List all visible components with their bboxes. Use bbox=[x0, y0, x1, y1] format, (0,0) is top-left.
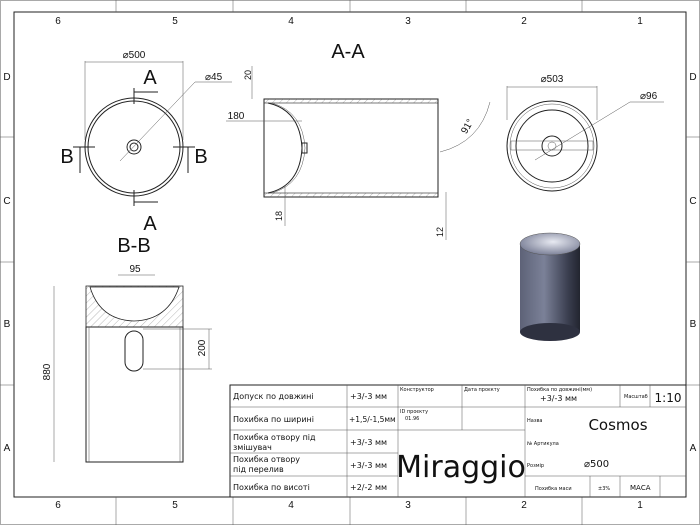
tolerance-label: Допуск по довжині bbox=[233, 392, 314, 401]
tolerance-label: Похибка по ширині bbox=[233, 415, 314, 424]
dimension-opening: 200 bbox=[197, 339, 208, 356]
section-a-a: A-A 20 180 18 12 91° bbox=[226, 41, 491, 240]
row-label: A bbox=[690, 443, 697, 454]
title-block: Допуск по довжині Похибка по ширині Похи… bbox=[229, 384, 687, 498]
length-tolerance-label: Похибка по довжині(мм) bbox=[527, 387, 592, 393]
drain-diameter-dimension: ⌀45 bbox=[205, 72, 223, 83]
top-view: ⌀500 ⌀45 A A B B bbox=[60, 50, 232, 235]
scale-value: 1:10 bbox=[655, 391, 682, 405]
product-name: Cosmos bbox=[588, 416, 647, 434]
sink-3d-render bbox=[519, 232, 581, 341]
project-id: 01.96 bbox=[405, 416, 419, 422]
column-label: 4 bbox=[288, 16, 294, 27]
article-label: № Артикула bbox=[527, 441, 559, 447]
column-label: 2 bbox=[521, 16, 527, 27]
mass-tolerance-label: Похибка маси bbox=[535, 486, 572, 492]
dimension-base: 12 bbox=[435, 227, 445, 237]
dimension-top: 20 bbox=[243, 70, 253, 80]
section-title: A-A bbox=[331, 41, 365, 63]
diameter-dimension: ⌀503 bbox=[541, 74, 564, 85]
size-value: ⌀500 bbox=[584, 459, 609, 470]
length-tolerance-value: +3/-3 мм bbox=[540, 394, 577, 403]
project-id-label: ID проєкту bbox=[400, 409, 428, 415]
tolerance-value: +2/-2 мм bbox=[350, 483, 387, 492]
tolerance-value: +1,5/-1,5мм bbox=[349, 415, 396, 424]
hole-diameter-dimension: ⌀96 bbox=[640, 91, 658, 102]
column-label: 3 bbox=[405, 16, 411, 27]
row-label: D bbox=[3, 72, 10, 83]
dimension-width: 95 bbox=[129, 264, 141, 275]
section-a-mark: A bbox=[143, 213, 157, 235]
column-label: 6 bbox=[55, 500, 61, 511]
section-b-mark: B bbox=[60, 146, 73, 168]
row-label: C bbox=[3, 196, 10, 207]
dimension-depth: 180 bbox=[228, 111, 245, 122]
tolerance-label: під перелив bbox=[233, 465, 284, 474]
designer-label: Конструктор bbox=[400, 387, 434, 393]
column-label: 6 bbox=[55, 16, 61, 27]
brand-logo: Miraggio bbox=[396, 450, 526, 485]
mass-tolerance-value: ±3% bbox=[598, 486, 610, 492]
section-b-b: B-B 880 95 200 bbox=[42, 235, 212, 463]
bottom-view: ⌀503 ⌀96 bbox=[506, 74, 664, 192]
tolerance-label: змішувач bbox=[233, 443, 272, 452]
row-label: B bbox=[690, 319, 697, 330]
column-label: 4 bbox=[288, 500, 294, 511]
tolerance-value: +3/-3 мм bbox=[350, 392, 387, 401]
column-label: 1 bbox=[637, 16, 643, 27]
column-label: 1 bbox=[637, 500, 643, 511]
size-label: Розмір bbox=[527, 463, 544, 469]
section-a-mark: A bbox=[143, 67, 157, 89]
dimension-height: 880 bbox=[42, 363, 53, 380]
dimension-bottom: 18 bbox=[274, 211, 284, 221]
date-label: Дата проєкту bbox=[464, 387, 500, 393]
tolerance-label: Похибка по висоті bbox=[233, 483, 310, 492]
scale-label: Масштаб bbox=[624, 394, 648, 400]
tolerance-label: Похибка отвору під bbox=[233, 433, 316, 442]
name-label: Назва bbox=[527, 418, 543, 424]
diameter-dimension: ⌀500 bbox=[123, 50, 146, 61]
column-label: 2 bbox=[521, 500, 527, 511]
row-label: D bbox=[689, 72, 696, 83]
section-title: B-B bbox=[117, 235, 150, 257]
row-label: A bbox=[4, 443, 11, 454]
tolerance-value: +3/-3 мм bbox=[350, 461, 387, 470]
row-label: C bbox=[689, 196, 696, 207]
row-label: B bbox=[4, 319, 11, 330]
column-label: 3 bbox=[405, 500, 411, 511]
section-b-mark: B bbox=[194, 146, 207, 168]
tolerance-label: Похибка отвору bbox=[233, 455, 300, 464]
column-label: 5 bbox=[172, 16, 178, 27]
mass-label: МАСА bbox=[630, 484, 651, 492]
column-label: 5 bbox=[172, 500, 178, 511]
tolerance-value: +3/-3 мм bbox=[350, 438, 387, 447]
